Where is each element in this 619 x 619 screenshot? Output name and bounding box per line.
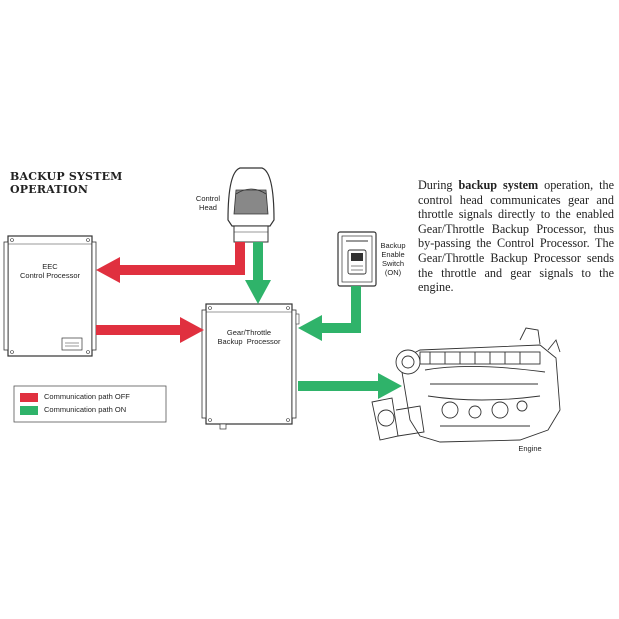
- engine-label: Engine: [518, 444, 542, 453]
- backup-switch-label-line2: Enable: [381, 250, 405, 259]
- off-paths: [96, 242, 245, 343]
- control-head-label-line2: Head: [199, 203, 217, 212]
- eec-label-line1: EEC: [42, 262, 58, 271]
- diagram-title: BACKUP SYSTEM OPERATION: [10, 170, 140, 196]
- eec-label-line2: Control Processor: [19, 271, 81, 280]
- legend-row-off: Communication path OFF: [20, 392, 130, 402]
- engine-graphic: [371, 327, 561, 443]
- legend-swatch-on: [20, 405, 38, 415]
- gear-throttle-label-line2: Backup Processor: [217, 337, 281, 346]
- on-paths: [245, 242, 402, 399]
- backup-switch-label-line3: Switch: [381, 259, 405, 268]
- legend-label-off: Communication path OFF: [44, 392, 130, 401]
- backup-switch-label: Backup Enable Switch (ON): [376, 241, 410, 277]
- legend-swatch-off: [20, 392, 38, 402]
- title-line-2: OPERATION: [10, 183, 89, 196]
- control-head-label: Control Head: [186, 194, 230, 212]
- eec-processor-box: [3, 235, 97, 357]
- title-line-1: BACKUP SYSTEM: [10, 170, 123, 183]
- backup-switch-graphic: [337, 231, 377, 287]
- description-post: operation, the control head communicates…: [418, 178, 614, 295]
- backup-switch-label-line1: Backup: [380, 241, 406, 250]
- gear-throttle-label-line1: Gear/Throttle: [226, 328, 272, 337]
- off-path-head-to-eec: [118, 242, 245, 275]
- eec-label: EEC Control Processor: [14, 262, 86, 280]
- on-arrowhead-engine: [378, 373, 402, 399]
- on-arrowhead-backup-top: [245, 280, 271, 304]
- gear-throttle-label: Gear/Throttle Backup Processor: [208, 328, 290, 346]
- legend-row-on: Communication path ON: [20, 405, 126, 415]
- control-head-graphic: [227, 167, 275, 243]
- off-arrowhead-eec: [96, 257, 120, 283]
- gear-throttle-processor-box: [201, 303, 300, 430]
- legend-label-on: Communication path ON: [44, 405, 127, 414]
- off-arrowhead-backup: [180, 317, 204, 343]
- description-pre: During: [418, 178, 459, 192]
- description-text: During backup system operation, the cont…: [418, 178, 614, 295]
- legend-box: [13, 385, 167, 423]
- on-arrowhead-backup-side: [298, 315, 322, 341]
- description-bold: backup system: [458, 178, 539, 192]
- backup-switch-label-line4: (ON): [384, 268, 402, 277]
- on-path-switch-to-backup: [320, 286, 361, 333]
- control-head-label-line1: Control: [195, 194, 221, 203]
